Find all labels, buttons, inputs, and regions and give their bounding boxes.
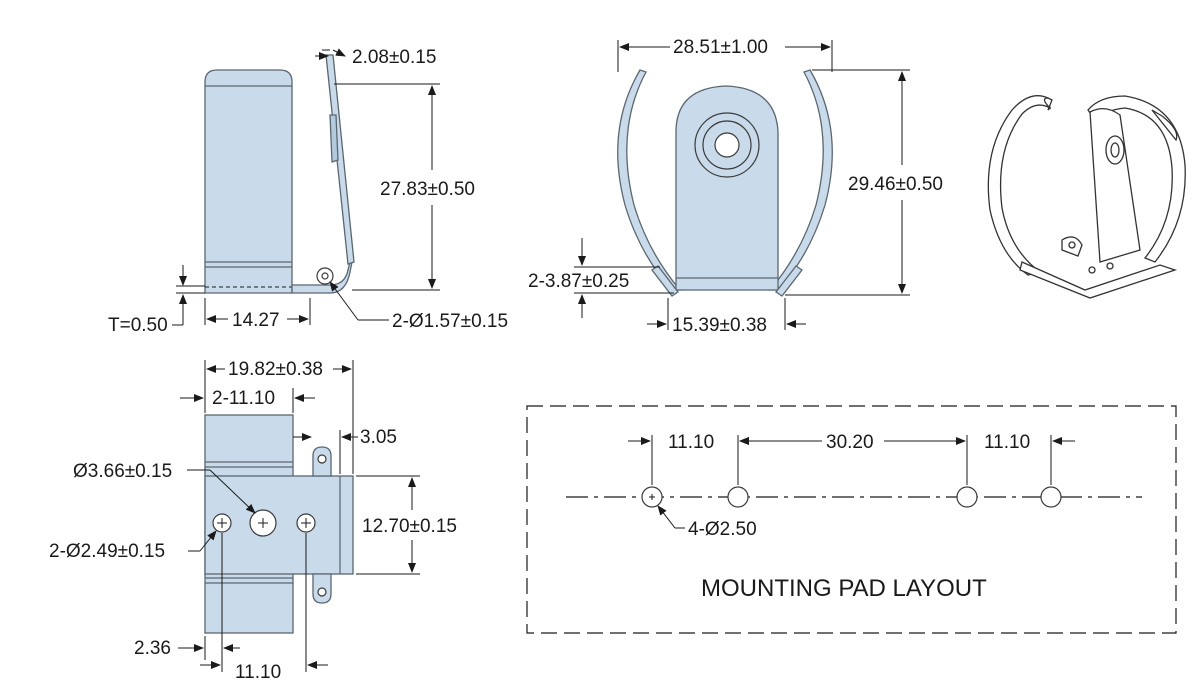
side-view-body: [204, 69, 293, 294]
front-left-arm: [617, 69, 682, 291]
pad-pitch-right-label: 11.10: [984, 432, 1030, 453]
front-foot-label: 2-3.87±0.25: [528, 271, 629, 292]
bottom-view: 19.82±0.38 2-11.10 3.05 Ø3.66±0.15 12.70…: [49, 359, 457, 683]
side-view: 2.08±0.15 27.83±0.50 T=0.50 14.27 2-Ø1.5…: [108, 47, 508, 336]
pad-hole-2: [727, 486, 749, 508]
bottom-tab-label: 3.05: [360, 427, 397, 448]
bottom-width-label: 12.70±0.15: [362, 516, 457, 537]
bottom-big-hole-label: Ø3.66±0.15: [73, 461, 172, 482]
bottom-pitch-label: 11.10: [235, 662, 281, 683]
pad-hole-4: [1040, 486, 1062, 508]
mounting-pad-layout: 11.10 30.20 11.10 4-Ø2.50 MOUNTING PAD L…: [526, 405, 1177, 634]
pad-hole-3: [956, 486, 978, 508]
iso-left-arm: [987, 95, 1051, 276]
bottom-half-label: 2-11.10: [212, 388, 275, 409]
side-view-spring-arm: [325, 54, 355, 265]
side-hole-label: 2-Ø1.57±0.15: [392, 311, 508, 332]
pad-pitch-left-label: 11.10: [668, 432, 714, 453]
front-base-width-label: 15.39±0.38: [672, 315, 767, 336]
bottom-small-hole-label: 2-Ø2.49±0.15: [49, 541, 165, 562]
front-right-arm: [768, 69, 833, 291]
side-height-label: 27.83±0.50: [380, 179, 475, 200]
side-base-length-label: 14.27: [232, 310, 280, 331]
pad-center-span-label: 30.20: [826, 432, 874, 453]
iso-base: [1019, 261, 1178, 299]
bottom-overall-label: 19.82±0.38: [228, 359, 323, 380]
front-center-hole: [714, 132, 740, 158]
iso-center-plate: [1089, 108, 1141, 263]
side-t-label: T=0.50: [108, 315, 168, 336]
side-thickness-label: 2.08±0.15: [352, 47, 436, 68]
mounting-pad-title: MOUNTING PAD LAYOUT: [701, 575, 987, 602]
front-opening-label: 28.51±1.00: [673, 37, 768, 58]
front-height-label: 29.46±0.50: [848, 174, 943, 195]
bottom-offset-label: 2.36: [134, 638, 171, 659]
isometric-view: [987, 95, 1186, 299]
pad-hole-label: 4-Ø2.50: [688, 519, 757, 540]
front-view: 28.51±1.00 29.46±0.50 2-3.87±0.25 15.39±…: [528, 37, 943, 336]
mounting-pad-frame: [526, 405, 1177, 634]
